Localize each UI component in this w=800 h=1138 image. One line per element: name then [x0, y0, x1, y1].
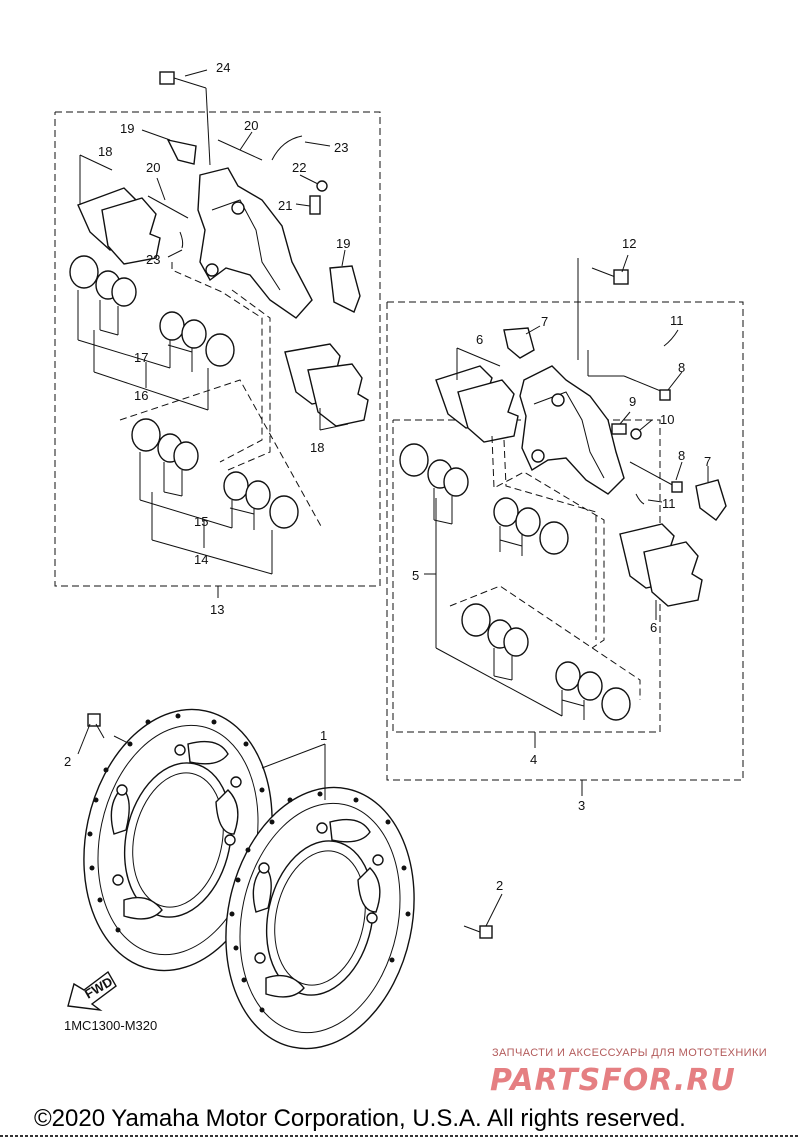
fwd-arrow-icon [67, 970, 117, 1012]
callout-3: 3 [578, 798, 585, 813]
bleed-screw-part [309, 180, 328, 215]
callout-11-top: 11 [670, 313, 684, 328]
right-caliper-assembly [386, 254, 744, 796]
right-caliper-body [519, 365, 625, 495]
callout-8-mid: 8 [678, 448, 685, 463]
pad-spring-7-right [695, 479, 727, 521]
watermark-brand: PARTSFOR.RU [490, 1063, 736, 1098]
callout-20-top: 20 [244, 118, 258, 133]
callout-4: 4 [530, 752, 537, 767]
callout-13: 13 [210, 602, 224, 617]
left-caliper-body [197, 167, 313, 319]
brake-disc-1-right [225, 786, 415, 1050]
callout-19-top: 19 [120, 121, 134, 136]
callout-9: 9 [629, 394, 636, 409]
pad-spring-19-right [329, 265, 361, 313]
callout-5: 5 [412, 568, 419, 583]
brake-pads-18-bottom [284, 343, 369, 427]
copyright-notice: ©2020 Yamaha Motor Corporation, U.S.A. A… [34, 1105, 686, 1132]
callout-6-top: 6 [476, 332, 483, 347]
callout-18-right: 18 [310, 440, 324, 455]
brake-pads-6-top [435, 365, 519, 443]
callout-labels: 24 20 19 23 18 20 22 21 19 23 17 16 18 1… [64, 60, 711, 1002]
brake-pads-6-bottom [619, 523, 703, 607]
pad-spring-19-top [166, 139, 197, 165]
callout-6-bottom: 6 [650, 620, 657, 635]
brake-disc-1-left [83, 708, 273, 972]
pistons-seals-upper [69, 255, 235, 367]
bolt-24-part [159, 71, 211, 166]
pistons-seals-right-lower [461, 603, 631, 721]
left-caliper-assembly [54, 69, 381, 598]
pistons-seals-lower [131, 418, 299, 529]
pistons-seals-right-upper [399, 443, 569, 555]
diagram-code: 1MC1300-M320 [64, 1018, 157, 1033]
watermark-tagline: ЗАПЧАСТИ И АКСЕССУАРЫ ДЛЯ МОТОТЕХНИКИ [492, 1047, 767, 1059]
bleed-screw-right-part [611, 423, 642, 440]
callout-19-right: 19 [336, 236, 350, 251]
callout-10: 10 [660, 412, 674, 427]
pad-spring-7-top [503, 327, 535, 359]
callout-21: 21 [278, 198, 292, 213]
disc-bolt-2-left [87, 713, 105, 739]
callout-2-right: 2 [496, 878, 503, 893]
callout-1: 1 [320, 728, 327, 743]
callout-15: 15 [194, 514, 208, 529]
callout-12: 12 [622, 236, 636, 251]
callout-23-left: 23 [146, 252, 160, 267]
callout-2-left: 2 [64, 754, 71, 769]
callout-22: 22 [292, 160, 306, 175]
brake-pads-18-top [77, 187, 161, 265]
callout-7-top: 7 [541, 314, 548, 329]
callout-20-mid: 20 [146, 160, 160, 175]
callout-18-top: 18 [98, 144, 112, 159]
callout-17: 17 [134, 350, 148, 365]
bolt-12-part [591, 267, 629, 285]
callout-8-top: 8 [678, 360, 685, 375]
callout-23-top: 23 [334, 140, 348, 155]
callout-24: 24 [216, 60, 230, 75]
callout-7-right: 7 [704, 454, 711, 469]
callout-16: 16 [134, 388, 148, 403]
callout-14: 14 [194, 552, 208, 567]
disc-bolt-2-right [463, 925, 493, 939]
watermark: ЗАПЧАСТИ И АКСЕССУАРЫ ДЛЯ МОТОТЕХНИКИ PA… [490, 1047, 767, 1098]
callout-11-mid: 11 [662, 496, 676, 511]
